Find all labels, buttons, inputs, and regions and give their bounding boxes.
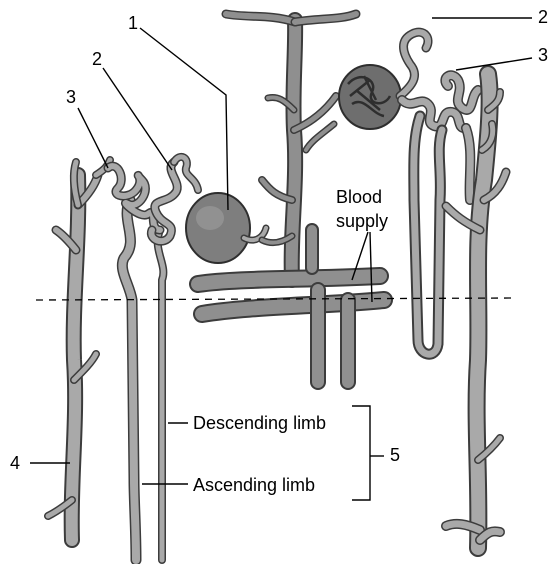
loop-of-henle-left: [108, 157, 198, 560]
collecting-duct-right: [446, 74, 506, 548]
glomerular-capsule-left: [186, 193, 266, 263]
label-3-right: 3: [538, 46, 548, 64]
label-1: 1: [128, 14, 138, 32]
collecting-duct-left: [48, 160, 110, 540]
label-3-left: 3: [66, 88, 76, 106]
label-4: 4: [10, 454, 20, 472]
label-2-left: 2: [92, 50, 102, 68]
label-5: 5: [390, 446, 400, 464]
leader-2-left: [103, 68, 172, 170]
glomerulus-right: [339, 32, 428, 129]
leader-1: [140, 28, 228, 210]
leader-blood-supply-b: [370, 232, 372, 302]
leader-3-left: [78, 108, 108, 168]
label-descending-limb: Descending limb: [193, 414, 326, 432]
bracket-5: [352, 406, 370, 500]
label-blood-supply-line2: supply: [336, 212, 388, 230]
label-ascending-limb: Ascending limb: [193, 476, 315, 494]
loop-of-henle-right: [402, 75, 478, 354]
label-blood-supply-line1: Blood: [336, 188, 382, 206]
label-2-right: 2: [538, 8, 548, 26]
